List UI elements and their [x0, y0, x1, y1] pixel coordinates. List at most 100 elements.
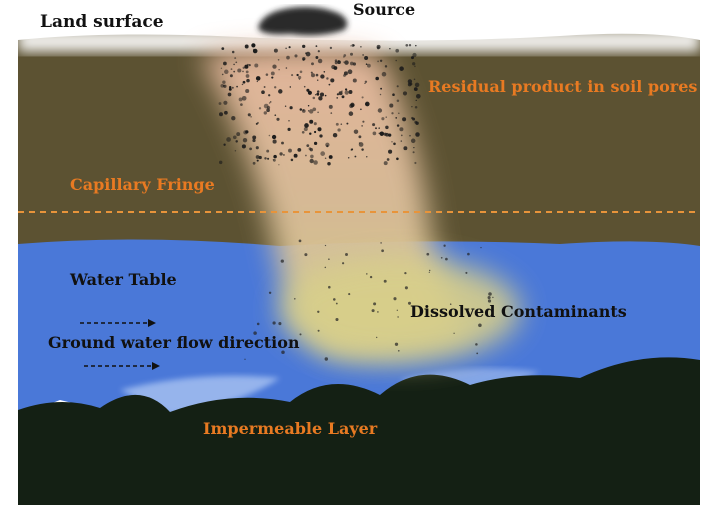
- dissolved-particle: [281, 350, 285, 354]
- residual-particle: [328, 83, 331, 86]
- residual-particle: [252, 48, 255, 51]
- residual-particle: [386, 158, 390, 161]
- dissolved-particle: [376, 336, 378, 339]
- residual-particle: [273, 158, 276, 162]
- residual-particle: [313, 122, 317, 126]
- residual-particle: [324, 157, 327, 159]
- dissolved-particle: [348, 293, 351, 296]
- residual-particle: [411, 56, 414, 60]
- residual-particle: [327, 162, 331, 166]
- residual-particle: [336, 97, 338, 99]
- dissolved-particle: [278, 322, 282, 326]
- dissolved-particle: [397, 349, 400, 352]
- residual-particle: [346, 122, 349, 125]
- residual-particle: [249, 147, 252, 151]
- dissolved-particle: [488, 292, 492, 296]
- residual-particle: [372, 131, 377, 136]
- dissolved-particle: [443, 244, 446, 247]
- residual-particle: [317, 58, 323, 64]
- residual-particle: [237, 68, 242, 73]
- residual-particle: [343, 54, 347, 57]
- residual-particle: [413, 78, 416, 81]
- residual-particle: [267, 157, 270, 160]
- residual-particle: [333, 66, 338, 70]
- residual-particle: [255, 146, 259, 150]
- residual-particle: [220, 83, 225, 88]
- impermeable-layer-label: Impermeable Layer: [203, 419, 378, 438]
- residual-particle: [247, 113, 251, 117]
- residual-particle: [285, 47, 287, 50]
- dissolved-particle: [404, 271, 407, 275]
- residual-particle: [234, 149, 237, 152]
- residual-particle: [263, 86, 266, 88]
- dissolved-particle: [328, 285, 331, 289]
- dissolved-particle: [373, 302, 377, 306]
- residual-particle: [402, 117, 407, 122]
- residual-particle: [337, 60, 340, 63]
- residual-particle: [388, 133, 392, 137]
- residual-particle: [263, 111, 267, 115]
- residual-particle: [316, 92, 320, 96]
- residual-particle: [242, 66, 245, 69]
- residual-particle: [332, 132, 338, 138]
- flow-direction-label: Ground water flow direction: [48, 333, 300, 352]
- residual-particle: [340, 123, 343, 125]
- residual-particle: [219, 112, 223, 117]
- residual-particle: [320, 74, 325, 79]
- residual-particle: [316, 90, 320, 93]
- residual-particle: [364, 101, 370, 107]
- residual-particle: [278, 89, 283, 94]
- residual-particle: [287, 127, 291, 132]
- residual-particle: [313, 141, 318, 146]
- residual-particle: [413, 87, 418, 91]
- residual-particle: [240, 103, 243, 106]
- residual-particle: [343, 71, 348, 76]
- residual-particle: [350, 45, 352, 47]
- residual-particle: [317, 50, 320, 53]
- residual-particle: [233, 63, 235, 66]
- residual-particle: [344, 88, 348, 91]
- residual-particle: [223, 143, 226, 146]
- residual-particle: [255, 155, 260, 159]
- residual-particle: [276, 117, 280, 121]
- residual-particle: [376, 44, 381, 49]
- residual-particle: [324, 94, 327, 97]
- dissolved-particle: [371, 309, 375, 313]
- residual-particle: [231, 116, 236, 121]
- residual-particle: [289, 106, 293, 110]
- residual-particle: [415, 99, 417, 102]
- dissolved-particle: [304, 253, 308, 257]
- residual-particle: [228, 85, 232, 89]
- residual-particle: [396, 85, 399, 88]
- dissolved-particle: [465, 271, 468, 274]
- residual-particle: [328, 104, 333, 109]
- dissolved-particle: [324, 357, 329, 361]
- dissolved-particle: [440, 256, 443, 259]
- residual-particle: [263, 103, 269, 109]
- residual-particle: [310, 71, 313, 74]
- residual-particle: [252, 138, 256, 143]
- residual-particle: [319, 134, 323, 138]
- dissolved-particle: [244, 358, 246, 360]
- residual-particle: [395, 59, 398, 62]
- residual-particle: [320, 151, 326, 156]
- residual-particle: [228, 87, 232, 91]
- residual-particle: [230, 68, 233, 70]
- residual-particle: [360, 45, 362, 48]
- residual-particle: [350, 148, 353, 151]
- residual-particle: [273, 154, 277, 159]
- residual-particle: [384, 65, 388, 68]
- residual-particle: [299, 108, 303, 111]
- residual-particle: [231, 50, 235, 54]
- residual-particle: [304, 123, 309, 128]
- residual-particle: [364, 82, 366, 85]
- dissolved-particle: [317, 310, 320, 313]
- residual-particle: [364, 80, 368, 84]
- residual-particle: [291, 74, 294, 77]
- residual-particle: [303, 127, 308, 132]
- dissolved-particle: [480, 246, 482, 249]
- residual-particle: [361, 125, 363, 127]
- dissolved-particle: [324, 266, 327, 269]
- residual-particle: [218, 160, 223, 165]
- residual-particle: [378, 127, 380, 129]
